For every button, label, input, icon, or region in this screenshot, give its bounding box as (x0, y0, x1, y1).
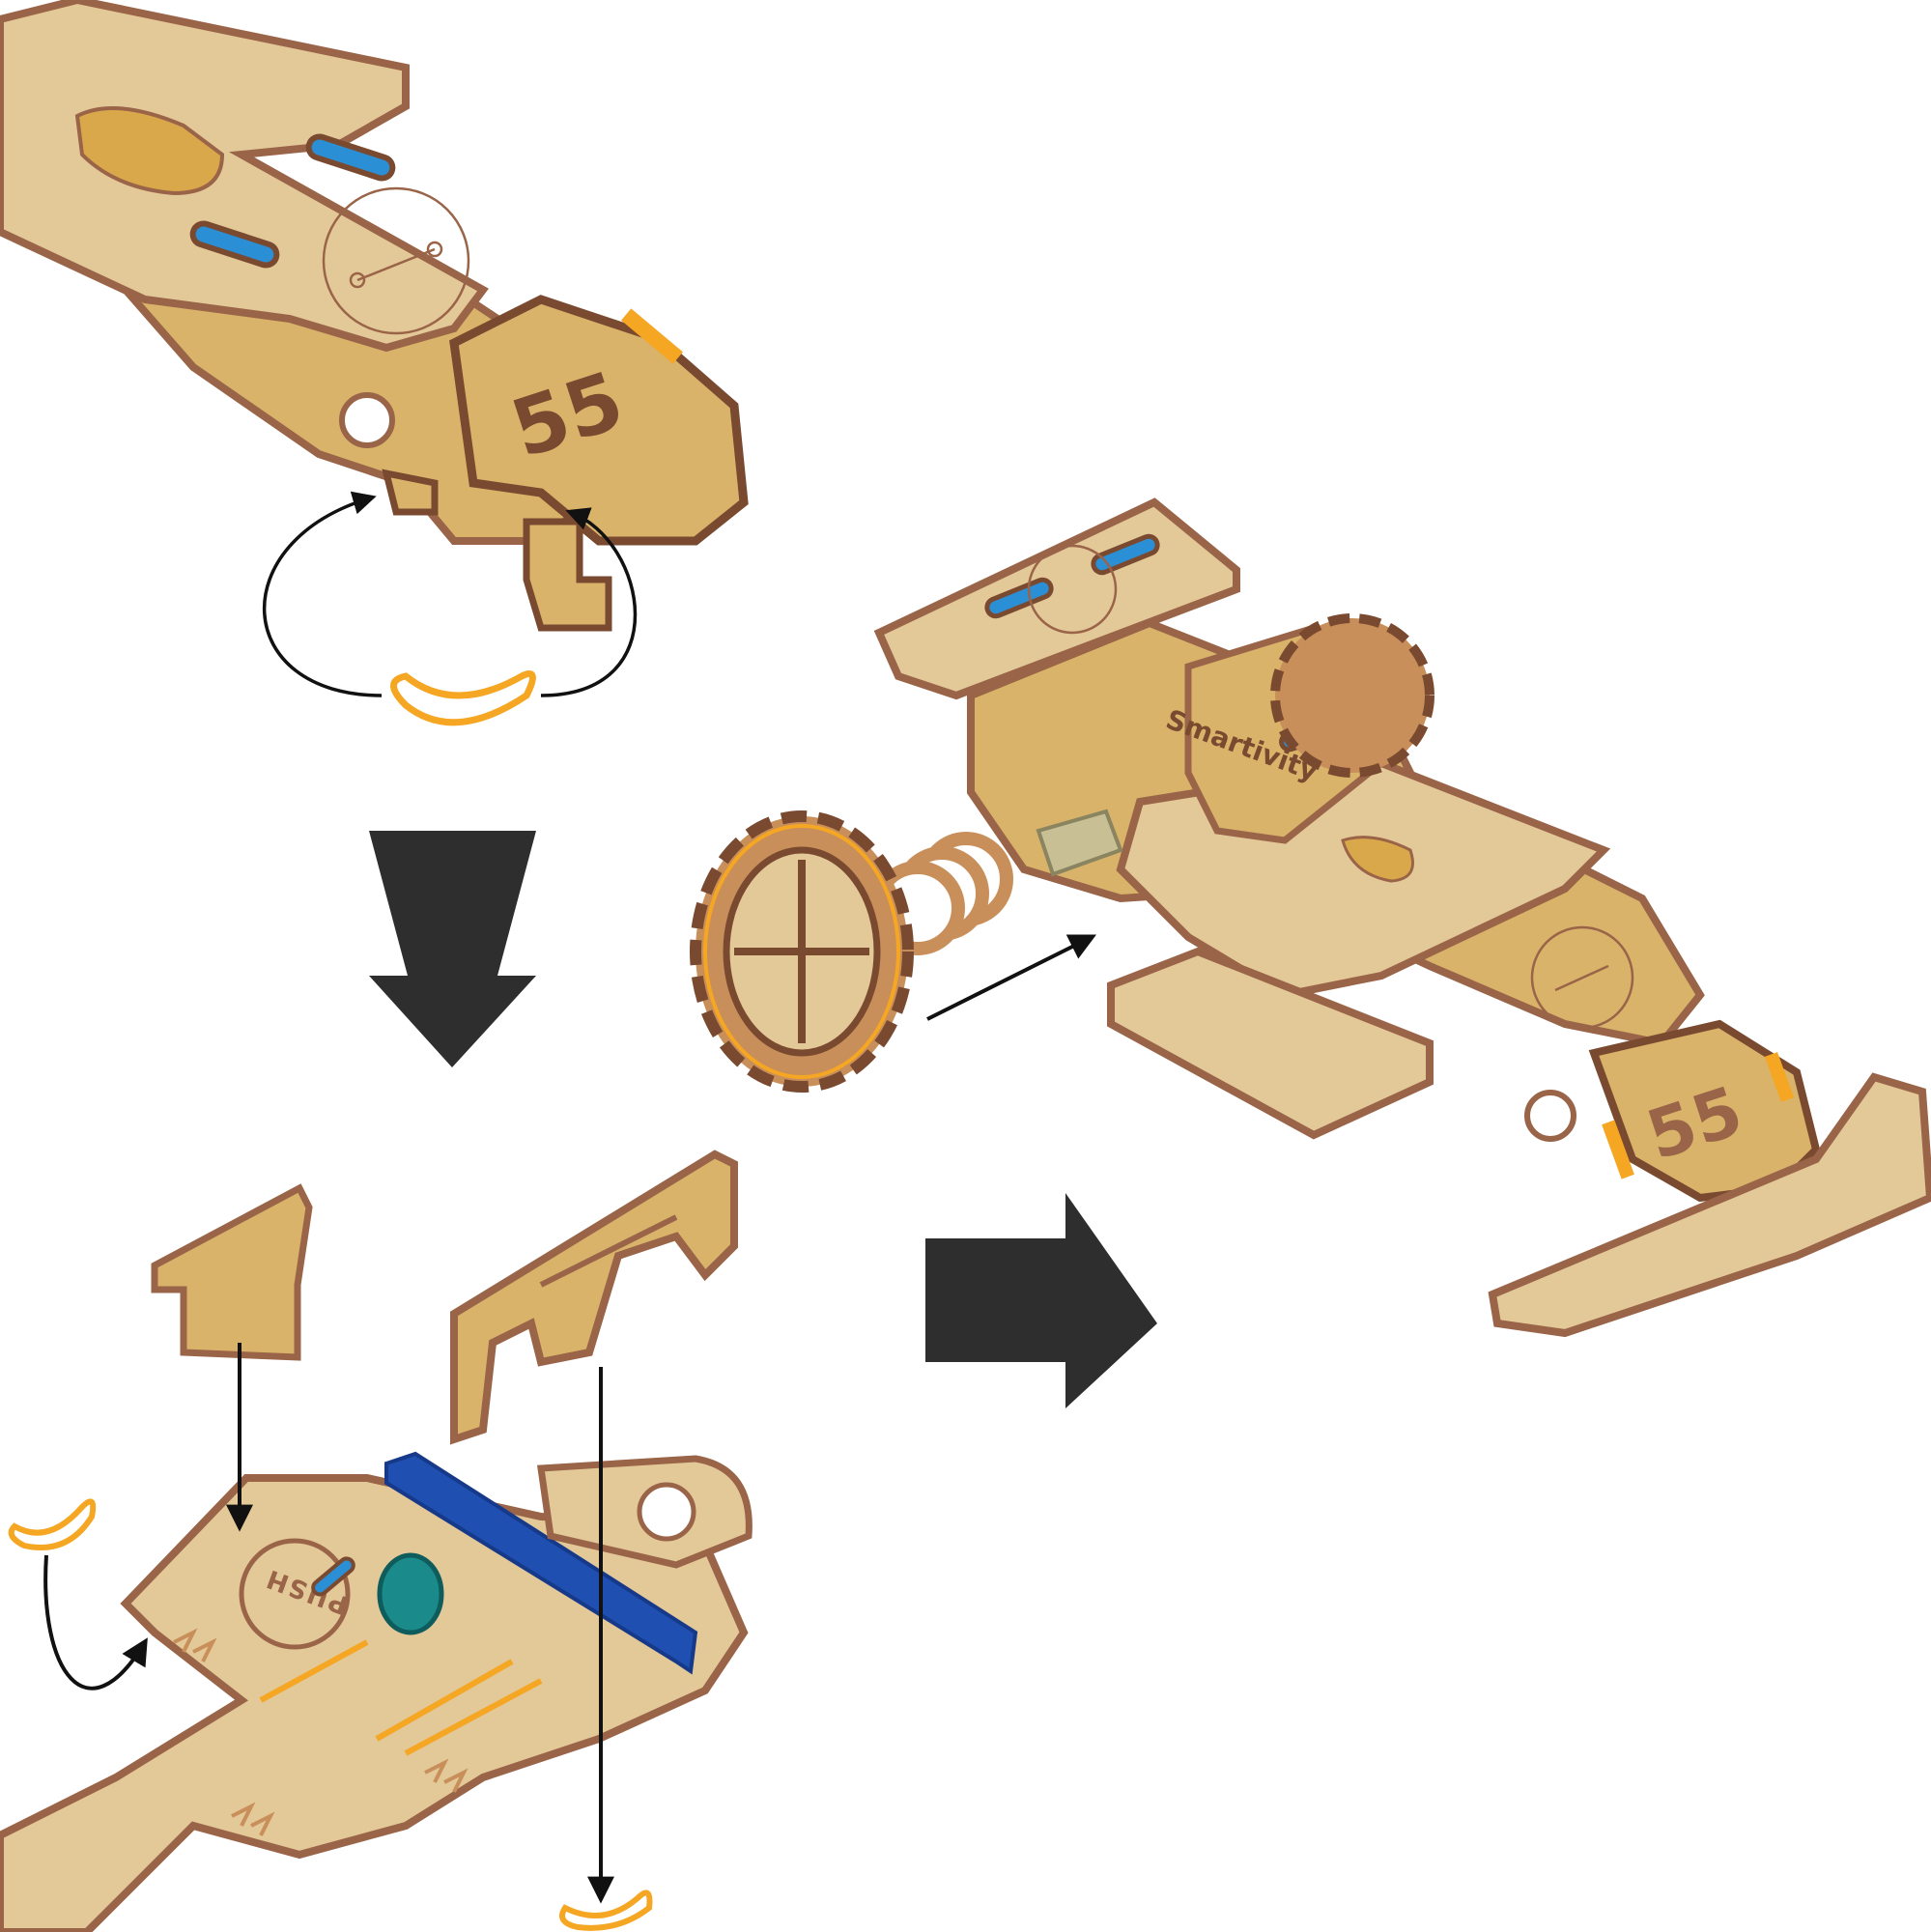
curved-arrow-icon (540, 507, 638, 697)
blue-slot (984, 577, 1054, 619)
rubber-band-icon (8, 1498, 97, 1550)
top-deck-plate (0, 0, 489, 353)
blue-slot (1091, 533, 1160, 576)
orange-slot (375, 1659, 514, 1742)
assembly-arrow-icon (369, 831, 536, 1067)
chassis-assembly: PUSH (0, 1150, 753, 1932)
push-button (239, 1538, 351, 1650)
wheel-parts (690, 810, 1013, 1093)
engraved-logo (322, 186, 470, 335)
blue-slot (311, 1556, 355, 1597)
blue-rail (384, 1451, 698, 1675)
chassis-base (0, 1474, 749, 1932)
orange-band (621, 308, 683, 364)
curved-arrow-icon (263, 491, 383, 697)
car-nose-assembly: 55 (0, 0, 749, 632)
chevron-icon (424, 1758, 469, 1793)
chevron-icon (231, 1802, 275, 1836)
teal-knob (377, 1552, 444, 1635)
blue-slot (189, 220, 280, 269)
rear-base-plate (1107, 947, 1434, 1140)
orange-band (1764, 1052, 1795, 1102)
deck-slot (74, 106, 225, 196)
rubber-band-icon (390, 670, 536, 726)
u-shaped-piece (450, 1150, 738, 1445)
chevron-icon (173, 1628, 217, 1662)
axle-pin (1036, 809, 1123, 877)
bottom-tab (523, 518, 612, 632)
insert-arrow (926, 934, 1097, 1021)
rubber-band-icon (559, 1889, 653, 1931)
mounted-wheel (1270, 613, 1434, 778)
axle-hole (339, 392, 395, 448)
orange-band (1602, 1120, 1634, 1179)
finished-race-car: Smartivity 55 (873, 497, 1931, 1338)
curved-arrow-icon (43, 1554, 148, 1690)
front-wing (1488, 1072, 1931, 1338)
bottom-tab (382, 469, 439, 516)
orange-slot (259, 1639, 369, 1703)
engraved-logo (1530, 925, 1634, 1030)
orange-slot (404, 1678, 543, 1756)
blue-slot (305, 133, 396, 182)
small-tab-piece (151, 1183, 313, 1361)
assembly-arrow-icon (925, 1193, 1157, 1408)
axle-hole (1524, 1090, 1576, 1142)
